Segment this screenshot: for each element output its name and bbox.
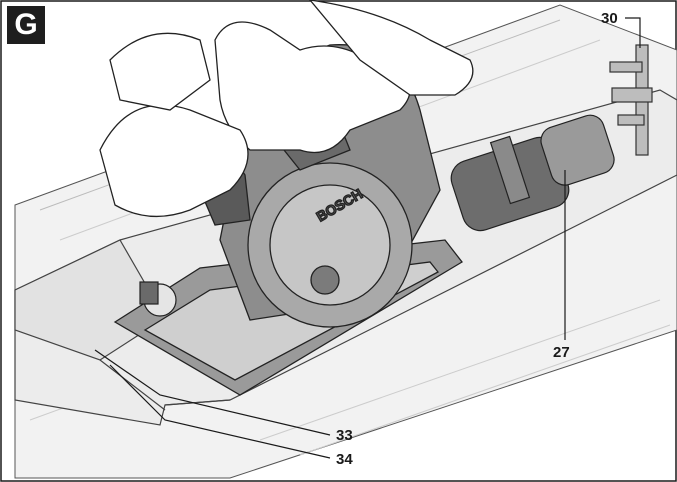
vacuum-hose	[450, 114, 615, 232]
leader-33	[94, 349, 331, 436]
callout-34: 34	[336, 451, 353, 468]
leader-lines	[94, 17, 641, 459]
leader-34	[109, 364, 331, 459]
leader-30	[625, 17, 641, 48]
callout-27: 27	[553, 344, 570, 361]
angle-adjust-knob	[139, 281, 177, 317]
screw-clamp	[609, 44, 653, 156]
figure-label: G	[7, 6, 45, 44]
hand-front	[99, 32, 249, 218]
callout-30: 30	[601, 10, 618, 27]
callout-33: 33	[336, 427, 353, 444]
